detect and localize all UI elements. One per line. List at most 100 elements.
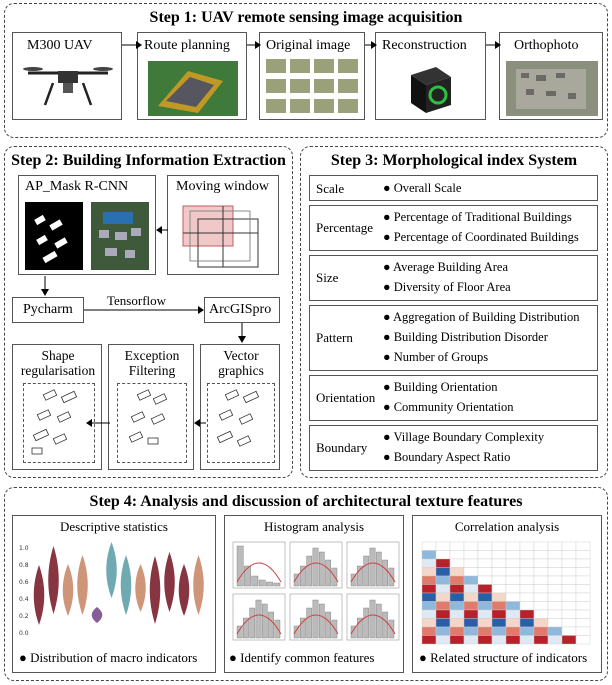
histogram-card: Histogram analysis ● Identify common fea… xyxy=(224,515,404,673)
histogram-grid xyxy=(232,541,400,641)
heatmap-cell xyxy=(533,558,549,568)
index-row-percentage: Percentage ● Percentage of Traditional B… xyxy=(309,205,598,251)
arrow-icon xyxy=(247,41,261,49)
kde-curve xyxy=(350,562,396,583)
heatmap-cell xyxy=(575,550,591,560)
heatmap-cell xyxy=(449,567,465,577)
histogram-bar xyxy=(293,625,300,639)
heatmap-cell xyxy=(547,550,563,560)
histogram-frame xyxy=(346,593,400,641)
uav-label: M300 UAV xyxy=(27,38,93,53)
heatmap-cell xyxy=(519,550,535,560)
violin-shape xyxy=(91,607,103,623)
heatmap-cell xyxy=(547,626,563,636)
pycharm-label: Pycharm xyxy=(23,302,73,317)
heatmap-cell xyxy=(435,575,451,585)
moving-window-diagram xyxy=(182,205,259,268)
heatmap-cell xyxy=(435,558,451,568)
mask-rcnn-label: AP_Mask R-CNN xyxy=(25,179,129,194)
histogram-bar xyxy=(258,579,266,587)
heatmap-cell xyxy=(491,550,507,560)
heatmap-cell xyxy=(421,541,437,551)
heatmap-cell xyxy=(435,567,451,577)
step1-panel: Step 1: UAV remote sensing image acquisi… xyxy=(4,3,608,138)
heatmap-cell xyxy=(519,567,535,577)
card-title: Correlation analysis xyxy=(454,519,560,534)
card-caption: ● Identify common features xyxy=(229,650,375,665)
drone-icon xyxy=(23,67,113,106)
heatmap-cell xyxy=(561,567,577,577)
kde-curve xyxy=(236,562,282,583)
heatmap-cell xyxy=(449,626,465,636)
histogram-bar xyxy=(325,559,331,587)
svg-text:0.6: 0.6 xyxy=(19,579,29,586)
heatmap-cell xyxy=(519,618,535,628)
histogram-bar xyxy=(312,599,319,639)
heatmap-cell xyxy=(505,567,521,577)
histogram-bar xyxy=(249,607,256,639)
step2-title: Step 2: Building Information Extraction xyxy=(11,152,286,169)
image-grid xyxy=(266,59,358,113)
violin-shape xyxy=(48,546,59,614)
histogram-bar xyxy=(369,599,376,639)
heatmap-cell xyxy=(519,592,535,602)
kde-curve xyxy=(293,614,339,635)
heatmap-cell xyxy=(575,635,591,645)
mask-rcnn-box: AP_Mask R-CNN xyxy=(18,175,156,275)
histogram-bar xyxy=(357,565,363,587)
heatmap-cell xyxy=(575,618,591,628)
step2-panel: Step 2: Building Information Extraction xyxy=(4,146,293,478)
index-item: ● Overall Scale xyxy=(383,181,462,195)
heatmap-cell xyxy=(421,575,437,585)
route-label: Route planning xyxy=(144,38,230,53)
heatmap-cell xyxy=(561,584,577,594)
heatmap-cell xyxy=(421,609,437,619)
heatmap-cell xyxy=(547,601,563,611)
index-row-scale: Scale ● Overall Scale xyxy=(309,175,598,201)
heatmap-cell xyxy=(561,592,577,602)
heatmap-cell xyxy=(463,575,479,585)
card-title: Histogram analysis xyxy=(263,519,364,534)
arrow-icon xyxy=(365,41,377,49)
heatmap-cell xyxy=(421,601,437,611)
heatmap-cell xyxy=(533,575,549,585)
heatmap-cell xyxy=(449,541,465,551)
heatmap-cell xyxy=(519,609,535,619)
heatmap-cell xyxy=(519,541,535,551)
exception-label: Exception Filtering xyxy=(124,348,180,378)
card-title: Descriptive statistics xyxy=(60,519,168,534)
histogram-bar xyxy=(243,617,249,639)
heatmap-cell xyxy=(463,618,479,628)
violin-shape xyxy=(62,564,74,616)
heatmap-cell xyxy=(435,601,451,611)
heatmap-cell xyxy=(533,609,549,619)
row-name: Pattern xyxy=(316,330,353,345)
arrow-icon xyxy=(156,226,168,234)
heatmap-cell xyxy=(463,635,479,645)
kde-curve xyxy=(236,614,282,635)
heatmap-cell xyxy=(575,609,591,619)
step1-title: Step 1: UAV remote sensing image acquisi… xyxy=(149,9,463,26)
heatmap-cell xyxy=(421,550,437,560)
heatmap-cell xyxy=(477,584,493,594)
histogram-bar xyxy=(306,555,313,587)
histogram-bar xyxy=(363,555,370,587)
heatmap-cell xyxy=(421,584,437,594)
heatmap-cell xyxy=(477,558,493,568)
index-item: ● Aggregation of Building Distribution xyxy=(383,310,580,324)
index-row-boundary: Boundary ● Village Boundary Complexity ●… xyxy=(309,425,598,471)
heatmap-cell xyxy=(561,609,577,619)
heatmap-cell xyxy=(533,618,549,628)
heatmap-cell xyxy=(421,567,437,577)
heatmap-cell xyxy=(477,575,493,585)
svg-text:0.8: 0.8 xyxy=(19,562,29,569)
tensorflow-label: Tensorflow xyxy=(107,293,167,308)
uav-box: M300 UAV xyxy=(12,32,122,120)
histogram-bar xyxy=(318,603,325,639)
arrow-icon xyxy=(194,419,206,427)
heatmap-cell xyxy=(533,550,549,560)
original-image-box: Original image xyxy=(259,32,365,120)
violin-shape xyxy=(164,552,175,612)
heatmap-cell xyxy=(505,626,521,636)
heatmap-cell xyxy=(505,584,521,594)
